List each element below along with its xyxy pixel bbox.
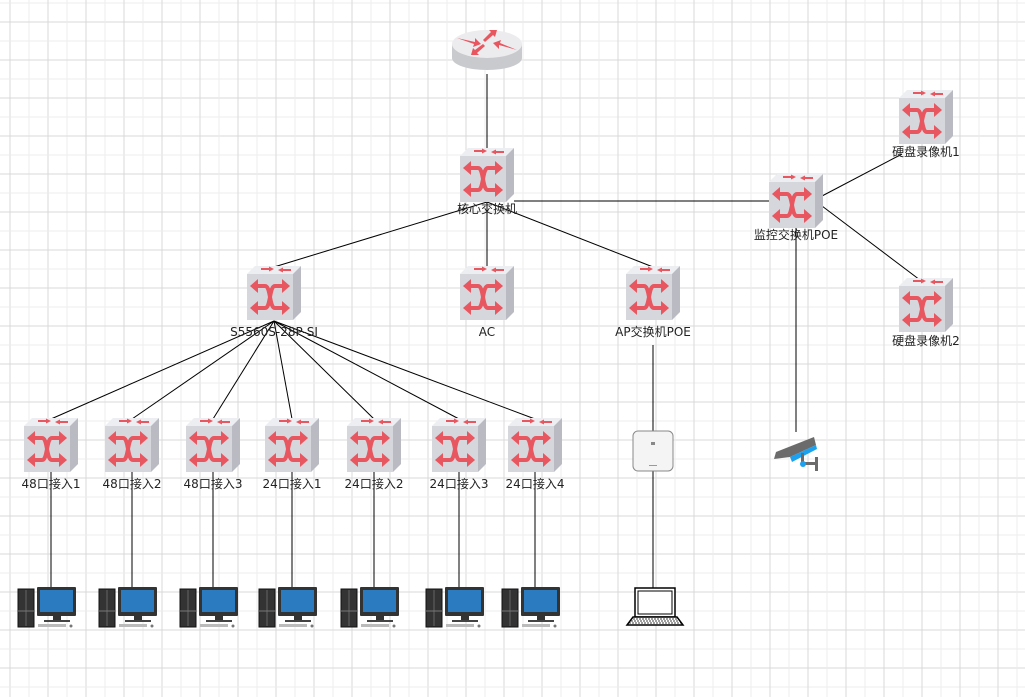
node-label: 48口接入3	[184, 476, 243, 491]
switch-node-a1[interactable]: 48口接入1	[22, 418, 81, 491]
node-label: 48口接入1	[22, 476, 81, 491]
edge-monsw-nvr2	[821, 205, 921, 281]
router-icon	[452, 30, 522, 70]
node-label: 硬盘录像机1	[892, 144, 960, 159]
connections	[50, 74, 921, 588]
pc-node-pc2[interactable]	[98, 587, 157, 628]
pc-node-pc6[interactable]	[425, 587, 484, 628]
edge-s5560-a1	[50, 320, 275, 420]
switch-node-s5560[interactable]: S5560S-28P-SI	[230, 266, 318, 339]
desktop-computer-icon	[98, 587, 157, 628]
node-label: S5560S-28P-SI	[230, 325, 318, 339]
node-label: 24口接入1	[263, 476, 322, 491]
edge-monsw-nvr1	[821, 153, 903, 197]
node-label: 48口接入2	[103, 476, 162, 491]
edge-core-apsw	[486, 201, 654, 268]
nodes: 核心交换机 S5560S-28P-SI AC AP交换机POE 监控交换机POE 硬盘录像…	[17, 30, 960, 628]
switch-icon	[105, 418, 159, 472]
pc-node-pc4[interactable]	[258, 587, 317, 628]
node-label: 24口接入4	[506, 476, 565, 491]
node-label: 24口接入2	[345, 476, 404, 491]
pc-node-pc7[interactable]	[501, 587, 560, 628]
switch-icon	[508, 418, 562, 472]
switch-node-a6[interactable]: 24口接入3	[430, 418, 489, 491]
switch-node-a2[interactable]: 48口接入2	[103, 418, 162, 491]
desktop-computer-icon	[179, 587, 238, 628]
desktop-computer-icon	[501, 587, 560, 628]
edge-s5560-a5	[273, 320, 375, 420]
switch-node-nvr1[interactable]: 硬盘录像机1	[892, 90, 960, 159]
switch-node-apsw[interactable]: AP交换机POE	[615, 266, 691, 339]
edge-s5560-a2	[131, 320, 275, 420]
node-label: AC	[479, 325, 495, 339]
switch-node-a4[interactable]: 24口接入1	[263, 418, 322, 491]
desktop-computer-icon	[17, 587, 76, 628]
router-node-router[interactable]	[452, 30, 522, 70]
switch-icon	[626, 266, 680, 320]
switch-node-a5[interactable]: 24口接入2	[345, 418, 404, 491]
node-label: 24口接入3	[430, 476, 489, 491]
desktop-computer-icon	[258, 587, 317, 628]
node-label: 核心交换机	[457, 201, 517, 216]
edge-s5560-a7	[273, 320, 536, 420]
switch-node-nvr2[interactable]: 硬盘录像机2	[892, 278, 960, 348]
switch-icon	[432, 418, 486, 472]
pc-node-pc5[interactable]	[340, 587, 399, 628]
access-point-node-ap[interactable]	[632, 430, 674, 472]
laptop-node-laptop[interactable]	[625, 587, 685, 626]
node-label: 监控交换机POE	[754, 227, 838, 242]
edge-s5560-a3	[212, 320, 275, 420]
security-camera-icon	[774, 437, 818, 471]
desktop-computer-icon	[340, 587, 399, 628]
edge-core-s5560	[273, 201, 488, 268]
switch-icon	[769, 174, 823, 228]
switch-node-a3[interactable]: 48口接入3	[184, 418, 243, 491]
switch-node-a7[interactable]: 24口接入4	[506, 418, 565, 491]
switch-icon	[460, 148, 514, 202]
pc-node-pc1[interactable]	[17, 587, 76, 628]
switch-icon	[460, 266, 514, 320]
switch-icon	[347, 418, 401, 472]
edge-s5560-a4	[273, 320, 293, 420]
switch-icon	[265, 418, 319, 472]
switch-icon	[899, 278, 953, 332]
switch-icon	[24, 418, 78, 472]
pc-node-pc3[interactable]	[179, 587, 238, 628]
edge-s5560-a6	[273, 320, 460, 420]
switch-node-core[interactable]: 核心交换机	[457, 148, 517, 216]
switch-node-ac[interactable]: AC	[460, 266, 514, 339]
switch-icon	[247, 266, 301, 320]
switch-node-monsw[interactable]: 监控交换机POE	[754, 174, 838, 242]
switch-icon	[186, 418, 240, 472]
switch-icon	[899, 90, 953, 144]
node-label: AP交换机POE	[615, 324, 691, 339]
node-label: 硬盘录像机2	[892, 333, 960, 348]
desktop-computer-icon	[425, 587, 484, 628]
camera-node-camera[interactable]	[774, 437, 818, 471]
access-point-icon	[632, 430, 674, 472]
laptop-icon	[625, 587, 685, 626]
